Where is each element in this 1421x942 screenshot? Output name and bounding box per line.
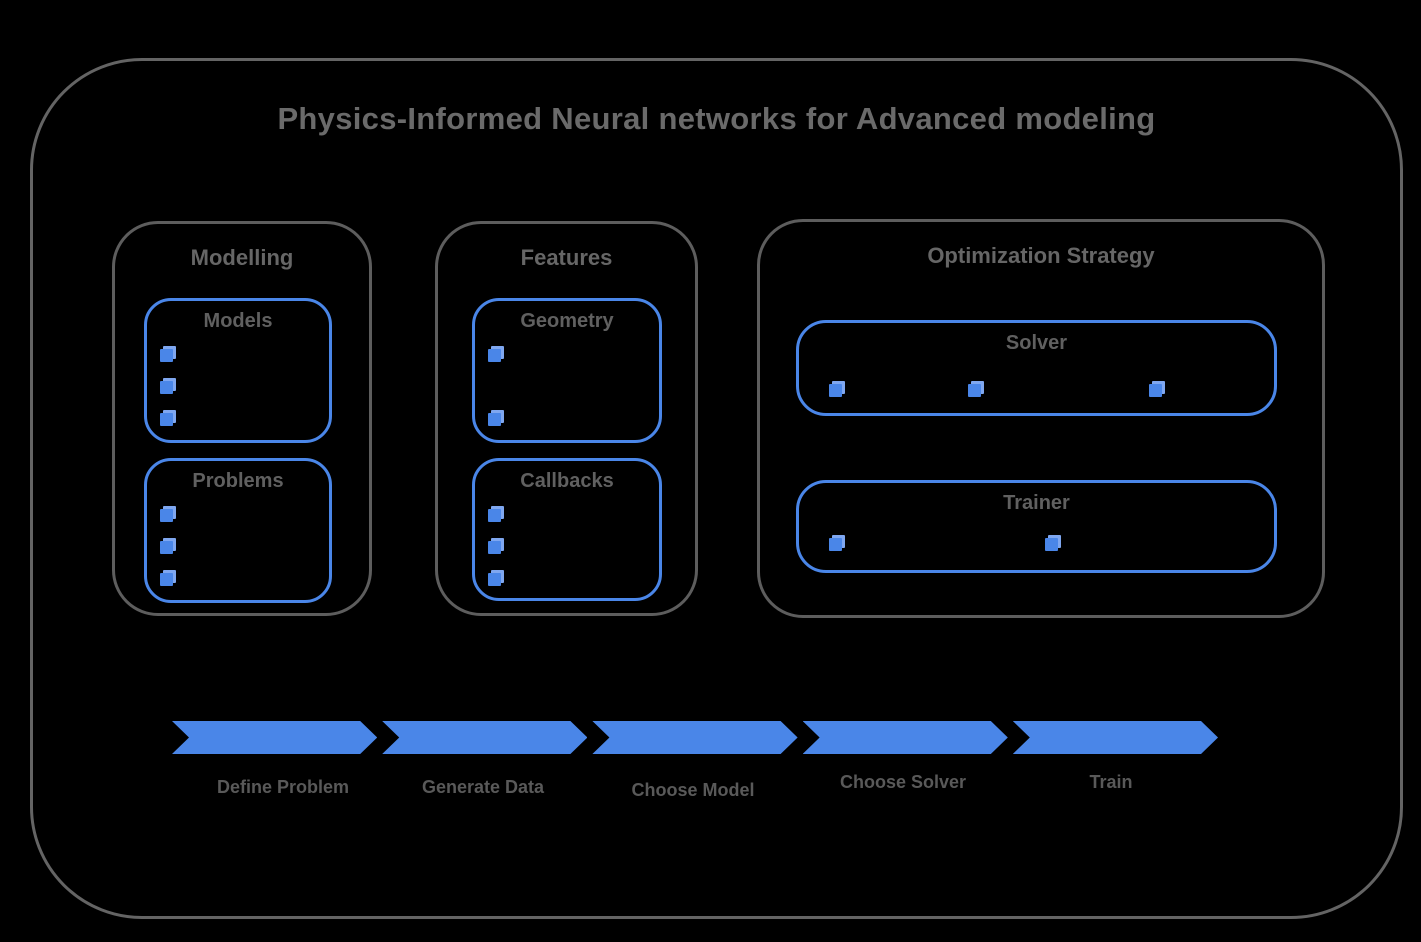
box-callbacks-bullets bbox=[475, 461, 659, 598]
pipeline-arrow-choose-model bbox=[592, 721, 797, 754]
box-problems-bullets bbox=[147, 461, 329, 600]
item-cube-icon bbox=[160, 570, 176, 586]
pipeline-arrows bbox=[172, 721, 1218, 754]
box-geometry: Geometry bbox=[472, 298, 662, 443]
main-container: Physics-Informed Neural networks for Adv… bbox=[30, 58, 1403, 919]
item-cube-icon bbox=[829, 535, 845, 551]
group-features: Features Geometry Callbacks bbox=[435, 221, 698, 616]
pipeline-step-label: Define Problem bbox=[216, 777, 350, 797]
pipeline-arrow-generate-data bbox=[382, 721, 587, 754]
box-trainer-bullets bbox=[799, 483, 1274, 570]
box-models-label: Models bbox=[203, 310, 273, 332]
item-cube-icon bbox=[968, 381, 984, 397]
box-callbacks: Callbacks bbox=[472, 458, 662, 601]
box-trainer-label: Trainer bbox=[1003, 492, 1070, 514]
pipeline-step-label: Train bbox=[1089, 772, 1133, 792]
item-cube-icon bbox=[160, 410, 176, 426]
pipeline-arrow-choose-solver bbox=[803, 721, 1008, 754]
pipeline-step-label: Generate Data bbox=[421, 777, 545, 797]
box-geometry-bullets bbox=[475, 301, 659, 440]
group-modelling: Modelling Models Problems bbox=[112, 221, 372, 616]
pipeline-step-label: Choose Model bbox=[631, 780, 755, 800]
item-cube-icon bbox=[160, 378, 176, 394]
pipeline-arrow-define-problem bbox=[172, 721, 377, 754]
box-models-bullets bbox=[147, 301, 329, 440]
item-cube-icon bbox=[488, 506, 504, 522]
pipeline-step-labels: Define Problem Generate Data Choose Mode… bbox=[172, 721, 1218, 811]
item-cube-icon bbox=[488, 346, 504, 362]
item-cube-icon bbox=[829, 381, 845, 397]
pipeline-arrow-train bbox=[1013, 721, 1218, 754]
group-modelling-label: Modelling bbox=[190, 245, 294, 270]
box-trainer: Trainer bbox=[796, 480, 1277, 573]
item-cube-icon bbox=[1045, 535, 1061, 551]
diagram-title: Physics-Informed Neural networks for Adv… bbox=[277, 101, 1156, 136]
box-models: Models bbox=[144, 298, 332, 443]
item-cube-icon bbox=[488, 538, 504, 554]
box-solver-bullets bbox=[799, 323, 1274, 413]
pipeline-step-label: Choose Solver bbox=[839, 772, 967, 792]
box-solver-label: Solver bbox=[1005, 332, 1068, 354]
item-cube-icon bbox=[160, 346, 176, 362]
item-cube-icon bbox=[160, 506, 176, 522]
group-features-label: Features bbox=[520, 245, 613, 270]
group-optimization-strategy: Optimization Strategy Solver Trainer bbox=[757, 219, 1325, 618]
item-cube-icon bbox=[1149, 381, 1165, 397]
box-problems-label: Problems bbox=[192, 470, 284, 492]
box-geometry-label: Geometry bbox=[520, 310, 614, 332]
box-problems: Problems bbox=[144, 458, 332, 603]
box-callbacks-label: Callbacks bbox=[520, 470, 614, 492]
box-solver: Solver bbox=[796, 320, 1277, 416]
group-optimization-strategy-label: Optimization Strategy bbox=[927, 243, 1155, 268]
item-cube-icon bbox=[160, 538, 176, 554]
item-cube-icon bbox=[488, 410, 504, 426]
item-cube-icon bbox=[488, 570, 504, 586]
